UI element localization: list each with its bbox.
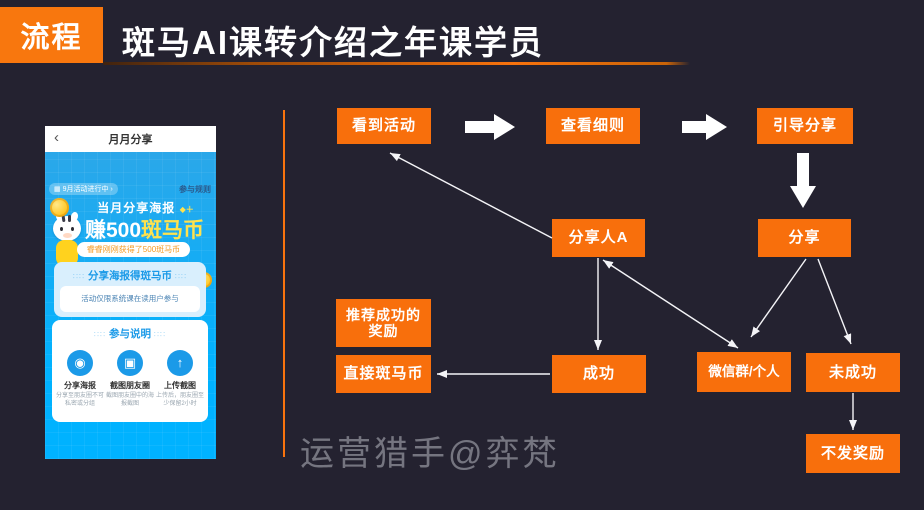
screenshot-icon: ▣ bbox=[117, 350, 143, 376]
coin-icon bbox=[50, 198, 69, 217]
flow-node-fail: 未成功 bbox=[806, 353, 900, 392]
hero-title: 赚500斑马币 bbox=[73, 214, 216, 244]
header-tag: 流程 bbox=[0, 7, 103, 63]
step-label: 分享海报 bbox=[64, 381, 96, 390]
sparkle-icon: ◆＋ bbox=[179, 205, 194, 214]
step-desc: 分享至朋友圈不可私密或分组 bbox=[56, 393, 105, 407]
flow-node-success: 成功 bbox=[552, 355, 646, 393]
flow-node-share: 分享 bbox=[758, 219, 851, 257]
step-label: 上传截图 bbox=[164, 381, 196, 390]
dots-deco-icon: ∷∷ bbox=[93, 330, 107, 339]
phone-nav-title: 月月分享 bbox=[108, 134, 153, 146]
share-poster-icon: ◉ bbox=[67, 350, 93, 376]
hero-title-white: 赚500 bbox=[84, 219, 142, 242]
dots-deco-icon: ∷∷ bbox=[72, 272, 86, 281]
title-underline bbox=[103, 62, 690, 65]
step-desc: 上传后，朋友圈至少保留2小时 bbox=[156, 393, 205, 407]
upload-icon: ↑ bbox=[167, 350, 193, 376]
step-desc: 截图朋友圈中的海报截图 bbox=[106, 393, 155, 407]
flow-node-no-reward: 不发奖励 bbox=[806, 434, 900, 473]
calendar-icon: ▦ bbox=[54, 186, 61, 193]
share-reward-card: ∷∷ 分享海报得斑马币 ∷∷ 活动仅限系统课在读用户参与 bbox=[54, 262, 206, 317]
flow-node-sharer-a: 分享人A bbox=[552, 219, 645, 257]
participation-guide-card: ∷∷ 参与说明 ∷∷ ◉ 分享海报 分享至朋友圈不可私密或分组 ▣ 截图朋友圈 … bbox=[52, 320, 208, 422]
guide-step: ↑ 上传截图 上传后，朋友圈至少保留2小时 bbox=[156, 350, 204, 408]
phone-screenshot: ‹ 月月分享 ▦ 9月活动进行中 › 参与规则 当月分享海报 ◆＋ 赚500斑马… bbox=[45, 126, 216, 459]
flow-node-zebra-coins: 直接斑马币 bbox=[336, 355, 431, 393]
share-card-note: 活动仅限系统课在读用户参与 bbox=[60, 286, 200, 312]
activity-pill[interactable]: ▦ 9月活动进行中 › bbox=[49, 183, 118, 195]
activity-pill-label: 9月活动进行中 › bbox=[62, 186, 113, 193]
phone-nav-bar: ‹ 月月分享 bbox=[45, 126, 216, 153]
flow-node-reward-note: 推荐成功的 奖励 bbox=[336, 299, 431, 347]
share-card-title: ∷∷ 分享海报得斑马币 ∷∷ bbox=[72, 270, 188, 282]
step-label: 截图朋友圈 bbox=[110, 381, 150, 390]
flow-node-see-activity: 看到活动 bbox=[337, 108, 431, 144]
section-divider bbox=[283, 110, 285, 457]
reward-note-line1: 推荐成功的 bbox=[346, 306, 421, 323]
back-icon[interactable]: ‹ bbox=[54, 129, 59, 146]
guide-card-title: ∷∷ 参与说明 ∷∷ bbox=[93, 328, 167, 340]
rules-link[interactable]: 参与规则 bbox=[179, 184, 211, 194]
page-title: 斑马AI课转介绍之年课学员 bbox=[122, 24, 544, 61]
flow-node-view-rules: 查看细则 bbox=[546, 108, 640, 144]
flow-node-wechat-group: 微信群/个人 bbox=[697, 352, 791, 392]
dots-deco-icon: ∷∷ bbox=[174, 272, 188, 281]
reward-note-line2: 奖励 bbox=[368, 323, 399, 339]
watermark: 运营猎手@弈梵 bbox=[300, 435, 560, 473]
dots-deco-icon: ∷∷ bbox=[153, 330, 167, 339]
activity-strip: ▦ 9月活动进行中 › 参与规则 bbox=[49, 182, 211, 196]
hero-subtitle: 当月分享海报 ◆＋ bbox=[97, 201, 194, 215]
guide-steps: ◉ 分享海报 分享至朋友圈不可私密或分组 ▣ 截图朋友圈 截图朋友圈中的海报截图… bbox=[52, 350, 208, 408]
flow-node-guide-share: 引导分享 bbox=[757, 108, 853, 144]
phone-body: ▦ 9月活动进行中 › 参与规则 当月分享海报 ◆＋ 赚500斑马币 bbox=[45, 152, 216, 459]
hero-title-yellow: 斑马币 bbox=[141, 219, 205, 242]
reward-ticker: 睿睿刚刚获得了500斑马币 bbox=[77, 242, 190, 257]
guide-step: ▣ 截图朋友圈 截图朋友圈中的海报截图 bbox=[106, 350, 154, 408]
guide-step: ◉ 分享海报 分享至朋友圈不可私密或分组 bbox=[56, 350, 104, 408]
